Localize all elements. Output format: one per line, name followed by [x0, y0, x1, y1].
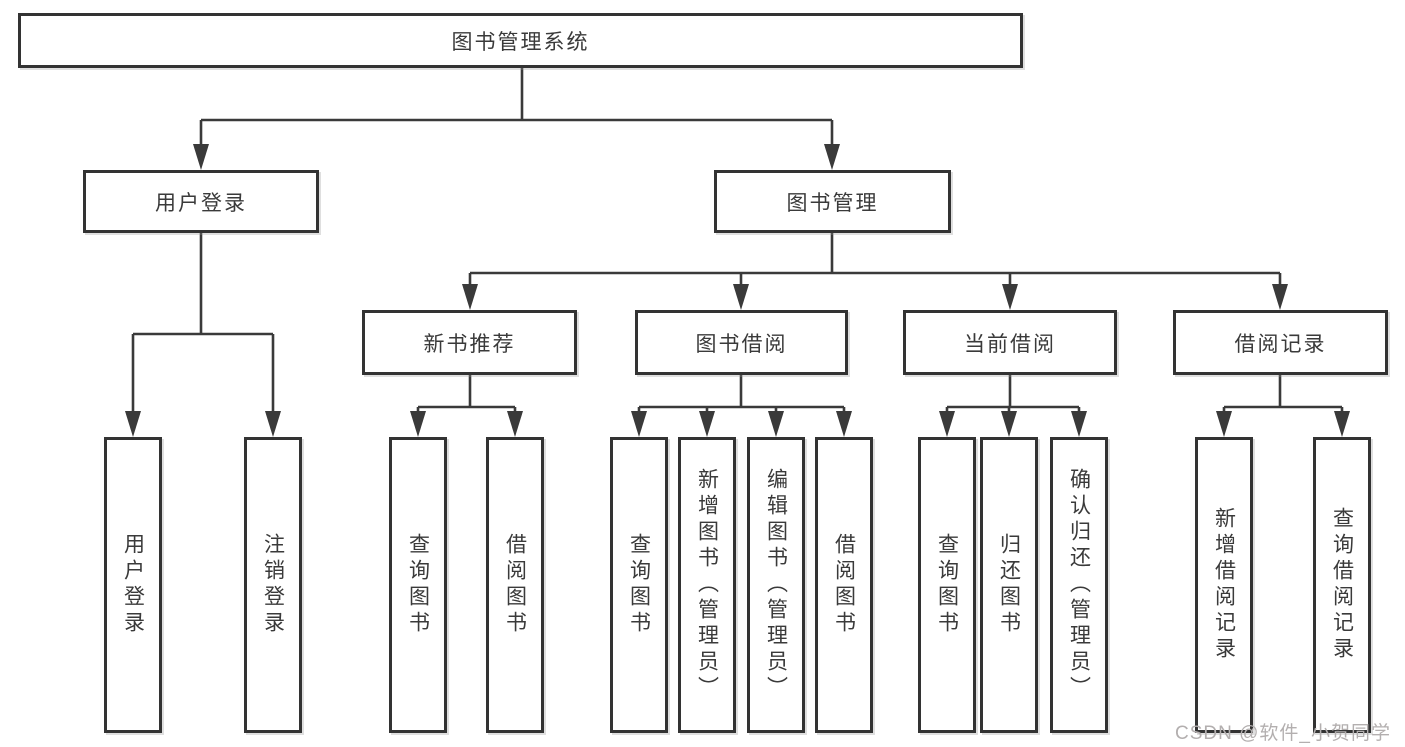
- arrowheads: [125, 144, 1350, 437]
- leaf-borrow-books-borrow-label: 借阅图书: [832, 533, 856, 637]
- leaf-add-book-admin-label: 新增图书（管理员）: [695, 468, 719, 702]
- leaf-query-books-recommend: 查询图书: [389, 437, 447, 733]
- leaf-query-borrow-record-label: 查询借阅记录: [1330, 507, 1354, 663]
- leaf-edit-book-admin: 编辑图书（管理员）: [747, 437, 805, 733]
- leaf-logout-label: 注销登录: [261, 533, 285, 637]
- node-borrow-records: 借阅记录: [1173, 310, 1388, 375]
- leaf-confirm-return-admin: 确认归还（管理员）: [1050, 437, 1108, 733]
- node-user-login: 用户登录: [83, 170, 319, 233]
- leaf-logout: 注销登录: [244, 437, 302, 733]
- node-user-login-label: 用户登录: [155, 191, 247, 215]
- leaf-return-book: 归还图书: [980, 437, 1038, 733]
- leaf-user-login: 用户登录: [104, 437, 162, 733]
- leaf-add-book-admin: 新增图书（管理员）: [678, 437, 736, 733]
- node-new-book-recommend-label: 新书推荐: [423, 332, 516, 356]
- leaf-query-books-current: 查询图书: [918, 437, 976, 733]
- leaf-borrow-books-recommend-label: 借阅图书: [503, 533, 527, 637]
- node-root: 图书管理系统: [18, 13, 1023, 68]
- node-book-management-label: 图书管理: [786, 191, 879, 215]
- leaf-borrow-books-recommend: 借阅图书: [486, 437, 544, 733]
- leaf-borrow-books-borrow: 借阅图书: [815, 437, 873, 733]
- node-borrow-records-label: 借阅记录: [1234, 332, 1327, 356]
- leaf-query-books-borrow: 查询图书: [610, 437, 668, 733]
- leaf-query-borrow-record: 查询借阅记录: [1313, 437, 1371, 733]
- leaf-edit-book-admin-label: 编辑图书（管理员）: [764, 468, 788, 702]
- leaf-add-borrow-record: 新增借阅记录: [1195, 437, 1253, 733]
- leaf-confirm-return-admin-label: 确认归还（管理员）: [1067, 468, 1091, 702]
- leaf-user-login-label: 用户登录: [121, 533, 145, 637]
- node-book-management: 图书管理: [714, 170, 951, 233]
- leaf-return-book-label: 归还图书: [997, 533, 1021, 637]
- node-current-borrow-label: 当前借阅: [964, 332, 1056, 356]
- leaf-query-books-current-label: 查询图书: [935, 533, 959, 637]
- leaf-query-books-borrow-label: 查询图书: [627, 533, 651, 637]
- leaf-query-books-recommend-label: 查询图书: [406, 533, 430, 637]
- watermark: CSDN @软件_小贺同学: [1175, 723, 1391, 744]
- node-current-borrow: 当前借阅: [903, 310, 1117, 375]
- node-root-label: 图书管理系统: [451, 30, 590, 54]
- leaf-add-borrow-record-label: 新增借阅记录: [1212, 507, 1236, 663]
- node-new-book-recommend: 新书推荐: [362, 310, 577, 375]
- node-book-borrow-label: 图书借阅: [695, 332, 788, 356]
- node-book-borrow: 图书借阅: [635, 310, 848, 375]
